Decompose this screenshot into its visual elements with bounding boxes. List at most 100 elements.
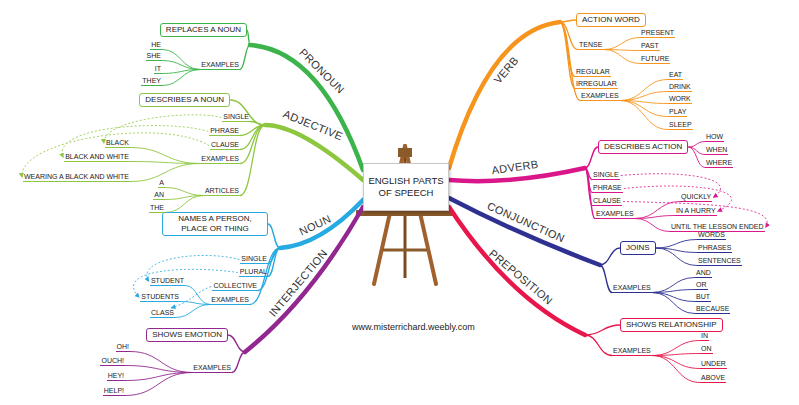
leaf-line	[180, 302, 210, 305]
branch-word: REGULAR	[575, 68, 611, 77]
leaf-line	[603, 38, 640, 50]
leaf-line	[603, 50, 640, 64]
branch-word: IN A HURRY	[675, 207, 717, 216]
topic-box: SHOWS EMOTION	[146, 328, 228, 342]
branch-word: EAT	[668, 71, 683, 80]
leaf-line	[620, 92, 668, 101]
topic-box: SHOWS RELATIONSHIP	[620, 318, 723, 332]
branch-word: ON	[700, 345, 713, 354]
branch-word: WEARING A BLACK AND WHITE	[23, 173, 130, 182]
branch-word: SLEEP	[668, 121, 693, 130]
topic-box: REPLACES A NOUN	[160, 23, 247, 37]
branch-connector	[449, 20, 576, 168]
branch-word: ARTICLES	[204, 187, 240, 196]
branch-title: NOUN	[297, 212, 333, 237]
branch-word: TENSE	[578, 41, 603, 50]
watermark-text: www.misterrichard.weebly.com	[352, 322, 475, 333]
branch-word: EXAMPLES	[210, 296, 250, 305]
leaf-line	[162, 70, 200, 86]
branch-word: WORDS	[697, 231, 726, 240]
leaf-line	[165, 188, 204, 196]
branch-connector	[449, 147, 598, 181]
leaf-line	[620, 101, 668, 117]
branch-word: A	[158, 179, 165, 188]
branch-word: EXAMPLES	[200, 155, 240, 164]
topic-box: DESCRIBES A NOUN	[139, 93, 230, 107]
leaf-line	[130, 162, 200, 164]
topic-text: REPLACES A NOUN	[166, 25, 241, 35]
leaf-line	[130, 164, 200, 182]
branch-word: SINGLE	[222, 113, 250, 122]
leaf-line	[162, 50, 200, 70]
branch-word: HE	[150, 41, 162, 50]
branch-title: PREPOSITION	[487, 247, 555, 307]
branch-connector	[268, 200, 363, 248]
branch-connector	[247, 30, 363, 170]
branch-word: IT	[154, 65, 162, 74]
leaf-line	[688, 147, 705, 168]
leaf-line	[162, 61, 200, 70]
leaf-line	[250, 122, 265, 126]
leaf-line	[232, 352, 245, 373]
leaf-line	[652, 278, 695, 293]
branch-word: AN	[153, 191, 165, 200]
branch-word: WHERE	[705, 159, 733, 168]
leaf-line	[125, 366, 192, 373]
leaf-line	[600, 265, 612, 293]
branch-word: DRINK	[668, 83, 692, 92]
branch-word: EXAMPLES	[192, 364, 232, 373]
branch-word: EXAMPLES	[200, 61, 240, 70]
leaf-line	[656, 248, 697, 266]
branch-word: STUDENTS	[140, 293, 180, 302]
branch-word: CLAUSE	[210, 141, 240, 150]
branch-word: BLACK AND WHITE	[64, 153, 130, 162]
leaf-line	[125, 373, 192, 396]
branch-word: EXAMPLES	[595, 210, 635, 219]
leaf-line	[652, 293, 695, 314]
branch-line	[560, 20, 576, 22]
center-topic: ENGLISH PARTS OF SPEECH	[363, 163, 449, 211]
leaf-line	[652, 290, 695, 293]
branch-word: THE	[149, 204, 165, 213]
branch-word: QUICKLY	[680, 193, 712, 202]
topic-text: DESCRIBES A NOUN	[145, 95, 224, 105]
branch-line	[585, 147, 598, 168]
topic-text: ACTION WORD	[582, 15, 640, 25]
leaf-line	[652, 356, 700, 383]
leaf-line	[656, 240, 697, 249]
branch-word: BUT	[695, 293, 711, 302]
branch-title: INTERJECTION	[267, 247, 330, 319]
leaf-line	[635, 216, 675, 219]
leaf-line	[652, 293, 695, 302]
leaf-line	[635, 219, 670, 232]
branch-word: WORK	[668, 95, 692, 104]
example-arrow	[22, 133, 209, 178]
branch-word: ABOVE	[700, 374, 726, 383]
branch-word: FUTURE	[640, 55, 670, 64]
branch-word: CLASS	[150, 309, 175, 318]
leaf-line	[652, 354, 700, 356]
branch-word: OUCH!	[100, 357, 125, 366]
branch-word: STUDENT	[150, 277, 185, 286]
branch-line	[449, 198, 600, 265]
topic-box: DESCRIBES ACTION	[598, 140, 688, 154]
leaf-line	[620, 101, 668, 130]
branch-word: PHRASES	[697, 244, 732, 253]
branch-word: HELP!	[103, 387, 125, 396]
leaf-line	[585, 335, 612, 356]
leaf-line	[688, 142, 705, 148]
leaf-line	[165, 196, 204, 213]
branch-word: PLURAL	[239, 268, 268, 277]
branch-word: OR	[695, 281, 708, 290]
branch-connector	[449, 198, 620, 265]
branch-title: VERB	[491, 54, 520, 86]
branch-word: PHRASE	[592, 184, 623, 193]
branch-line	[449, 207, 585, 335]
branch-line	[449, 22, 560, 168]
branch-word: PHRASE	[209, 127, 240, 136]
branch-word: HOW	[705, 133, 724, 142]
leaf-line	[560, 22, 575, 77]
leaf-line	[620, 80, 668, 101]
easel-clamp	[398, 148, 412, 157]
branch-word: SINGLE	[240, 255, 268, 264]
